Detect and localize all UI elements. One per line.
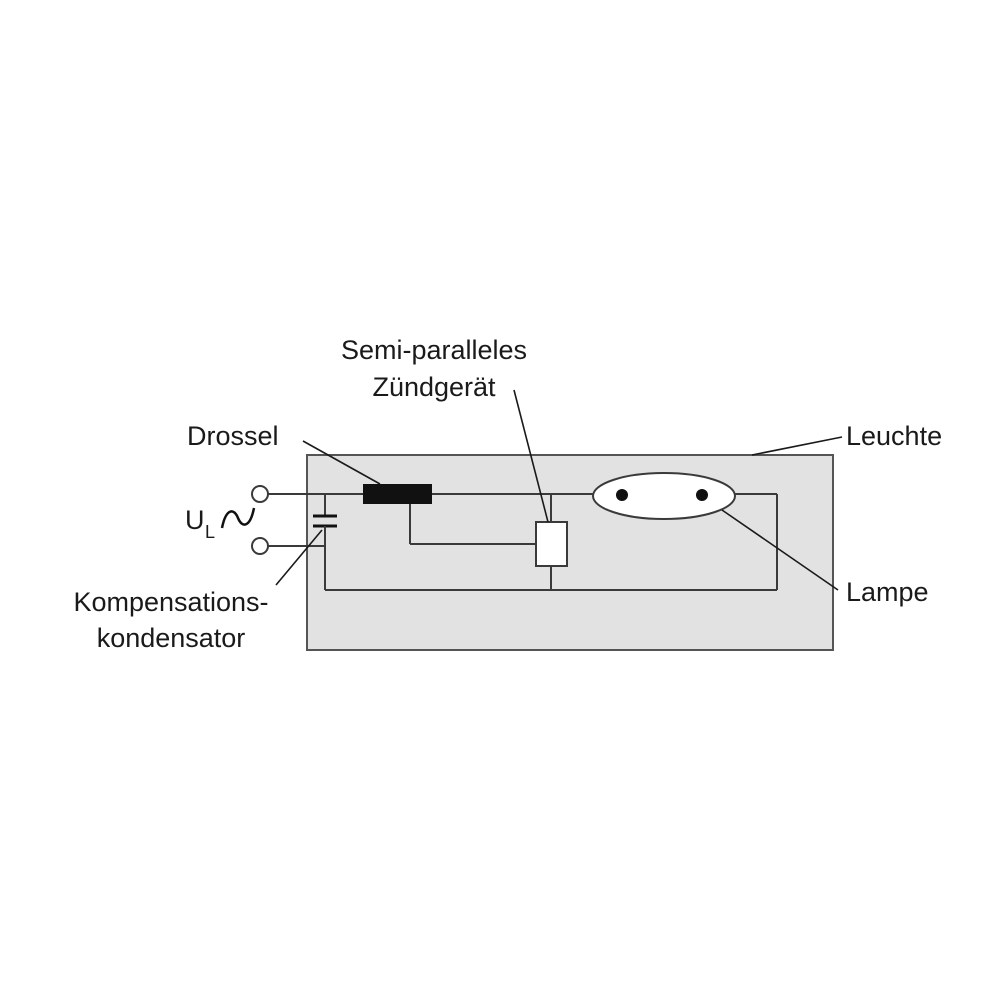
label-capacitor-line2: kondensator: [97, 623, 246, 653]
leader-igniter: [513, 389, 549, 523]
label-voltage-sub: L: [205, 522, 215, 542]
igniter-body: [535, 521, 568, 567]
label-luminaire: Leuchte: [846, 421, 942, 451]
terminal-top: [251, 485, 269, 503]
label-choke: Drossel: [187, 421, 279, 451]
choke-body: [363, 484, 432, 504]
label-voltage-main: U: [185, 505, 205, 535]
lamp-electrode-left: [616, 489, 628, 501]
label-capacitor-line1: Kompensations-: [73, 587, 268, 617]
lamp-electrode-right: [696, 489, 708, 501]
leader-choke: [302, 440, 381, 485]
label-lamp: Lampe: [846, 577, 929, 607]
label-igniter-line2: Zündgerät: [372, 372, 496, 402]
label-igniter-line1: Semi-paralleles: [341, 335, 527, 365]
leader-lamp: [721, 509, 839, 591]
ac-sine-icon: [220, 507, 256, 529]
lamp-bulb: [592, 472, 736, 520]
terminal-bottom: [251, 537, 269, 555]
leader-capacitor: [275, 529, 323, 586]
leader-luminaire: [751, 436, 843, 456]
